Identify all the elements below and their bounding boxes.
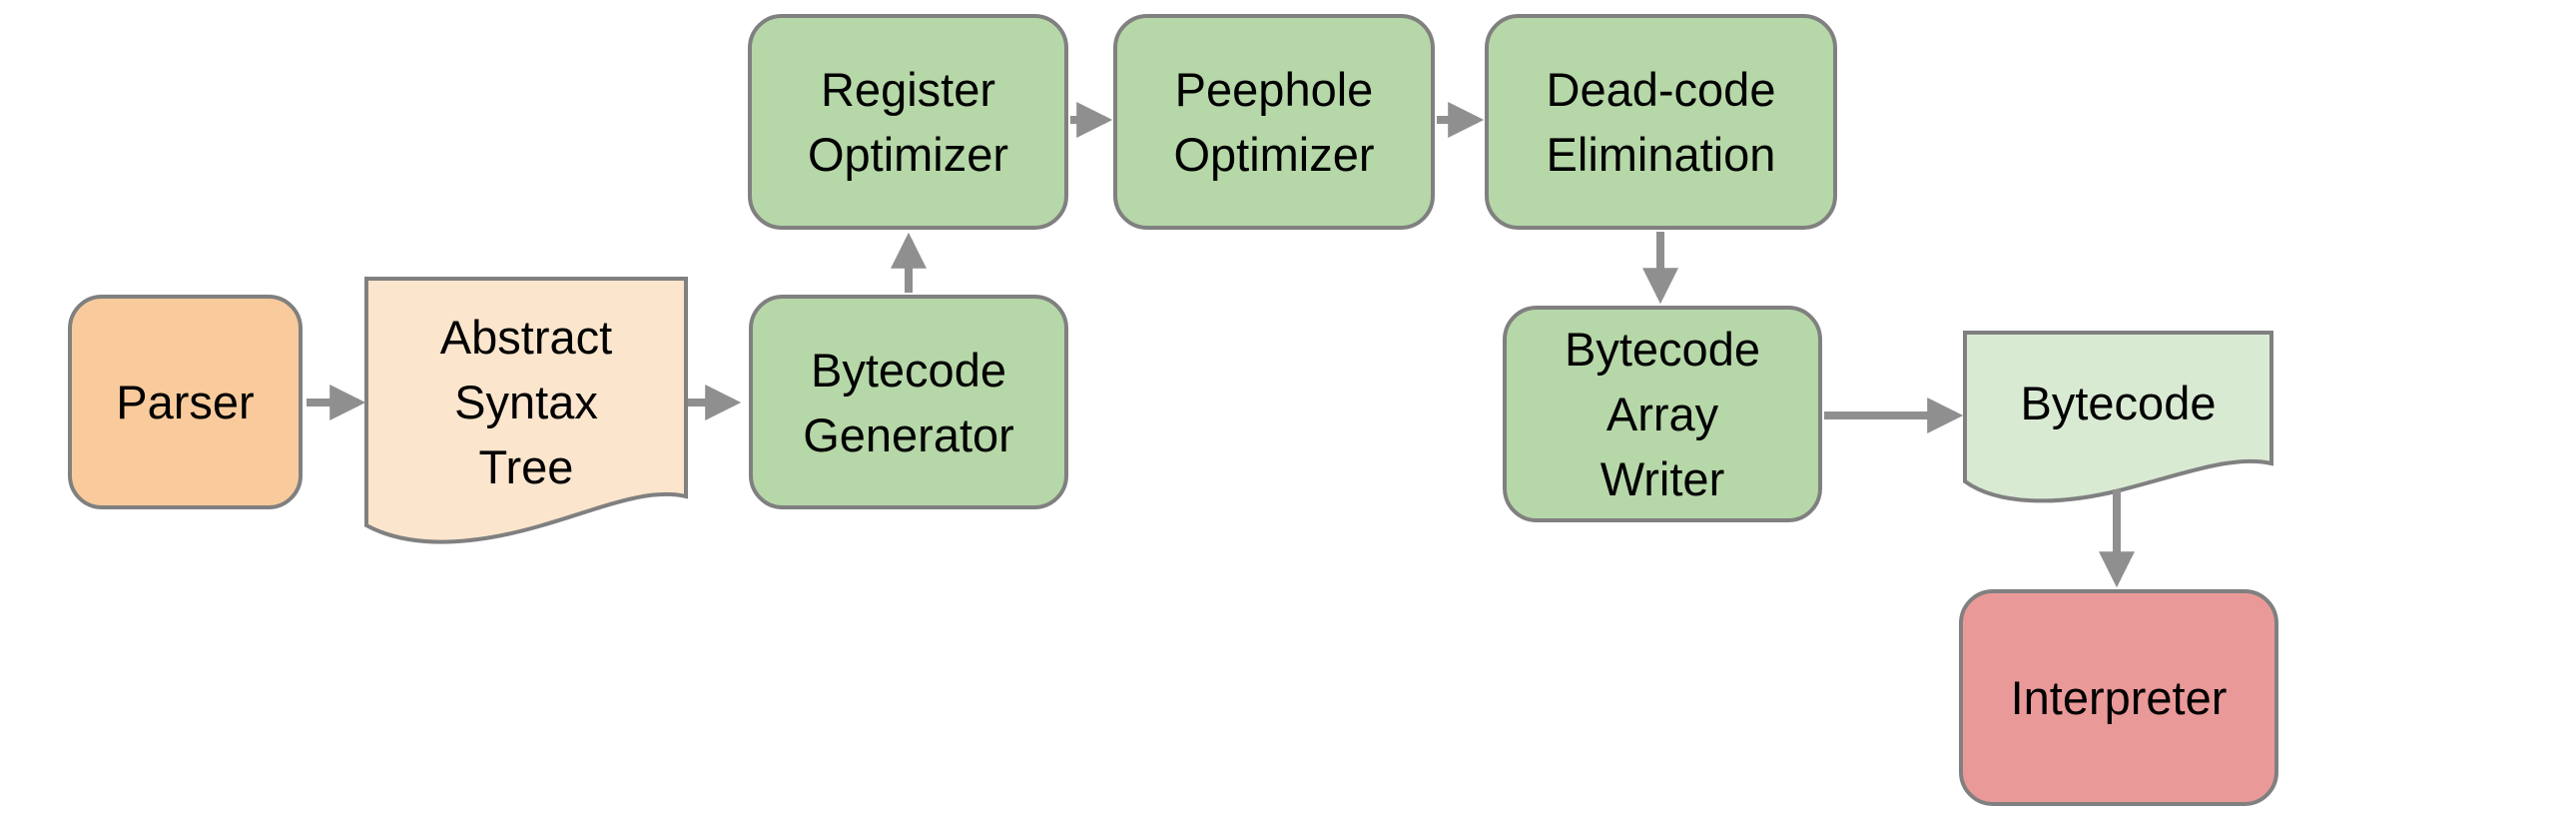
node-register-optimizer: Register Optimizer bbox=[748, 14, 1068, 230]
node-peephole-optimizer: Peephole Optimizer bbox=[1113, 14, 1435, 230]
node-dead-code-elimination: Dead-code Elimination bbox=[1485, 14, 1837, 230]
node-interpreter-label: Interpreter bbox=[2010, 671, 2228, 724]
document-shape-abstract-syntax-tree bbox=[364, 277, 688, 544]
node-bytecode-generator: Bytecode Generator bbox=[749, 295, 1068, 509]
node-register-optimizer-label: Register Optimizer bbox=[807, 63, 1009, 181]
node-bytecode-array-writer: Bytecode Array Writer bbox=[1503, 306, 1822, 522]
node-peephole-optimizer-label: Peephole Optimizer bbox=[1173, 63, 1375, 181]
document-shape-bytecode bbox=[1963, 331, 2273, 503]
node-parser: Parser bbox=[68, 295, 303, 509]
node-parser-label: Parser bbox=[116, 376, 255, 428]
node-interpreter: Interpreter bbox=[1959, 589, 2278, 806]
node-dead-code-elimination-label: Dead-code Elimination bbox=[1546, 63, 1776, 181]
node-bytecode-generator-label: Bytecode Generator bbox=[803, 343, 1014, 461]
node-bytecode-array-writer-label: Bytecode Array Writer bbox=[1565, 323, 1760, 505]
